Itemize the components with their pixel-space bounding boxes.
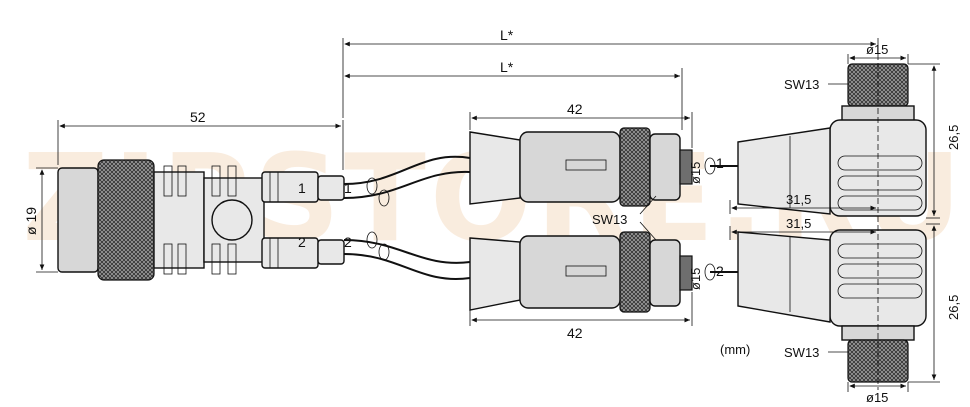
socket-length-label-bottom: 42	[567, 325, 583, 341]
tee-ribs	[837, 155, 923, 299]
plug-leg-1-label: 1	[298, 180, 306, 196]
tee-top-height-label: 26,5	[946, 125, 961, 150]
plug-connector	[57, 159, 345, 281]
socket-length-dimension-top: 42	[469, 101, 693, 148]
plug-diameter-label: ø 19	[23, 207, 39, 235]
socket-diameter-label-bottom: ø15	[688, 268, 703, 290]
overall-length-label: L*	[500, 27, 514, 43]
overall-length-dimension: L*	[342, 27, 879, 118]
socket-connector-bottom	[469, 231, 693, 313]
plug-diameter-dimension: ø 19	[23, 167, 58, 273]
units-label: (mm)	[720, 342, 750, 357]
branch-length-dimension: L*	[344, 59, 683, 130]
tee-bottom-height-dimension: 26,5	[908, 223, 961, 383]
cable-set	[343, 155, 471, 280]
tee-top-diameter-dimension: ø15	[847, 42, 909, 64]
tee-bottom-diameter-label: ø15	[866, 390, 888, 405]
tee-bottom-height-label: 26,5	[946, 295, 961, 320]
plug-branch-2-label: 2	[344, 234, 352, 250]
tee-wrench-callout-top: SW13	[784, 77, 848, 92]
tee-offset-dimension-bottom: 31,5	[729, 216, 876, 240]
tee-offset-label-bottom: 31,5	[786, 216, 811, 231]
socket-connector-top	[469, 127, 693, 207]
socket-length-label-top: 42	[567, 101, 583, 117]
socket-wrench-label: SW13	[592, 212, 627, 227]
socket-length-dimension-bottom: 42	[469, 292, 693, 341]
plug-leg-2-label: 2	[298, 234, 306, 250]
tee-offset-dimension-top: 31,5	[729, 192, 876, 214]
tee-branch-1-label: 1	[716, 155, 724, 171]
tee-wrench-callout-bottom: SW13	[784, 345, 848, 360]
socket-wrench-callout: SW13	[592, 195, 657, 241]
tee-branch-2-label: 2	[716, 263, 724, 279]
tee-wrench-label-top: SW13	[784, 77, 819, 92]
branch-length-label: L*	[500, 59, 514, 75]
tee-wrench-label-bottom: SW13	[784, 345, 819, 360]
plug-ribs	[163, 165, 237, 275]
tee-bottom-diameter-dimension: ø15	[847, 382, 909, 405]
plug-length-label: 52	[190, 109, 206, 125]
tee-offset-label-top: 31,5	[786, 192, 811, 207]
tee-top-height-dimension: 26,5	[908, 63, 961, 219]
tee-top-diameter-label: ø15	[866, 42, 888, 57]
socket-diameter-label-top: ø15	[688, 162, 703, 184]
plug-branch-1-label: 1	[344, 180, 352, 196]
plug-length-dimension: 52	[57, 109, 344, 170]
